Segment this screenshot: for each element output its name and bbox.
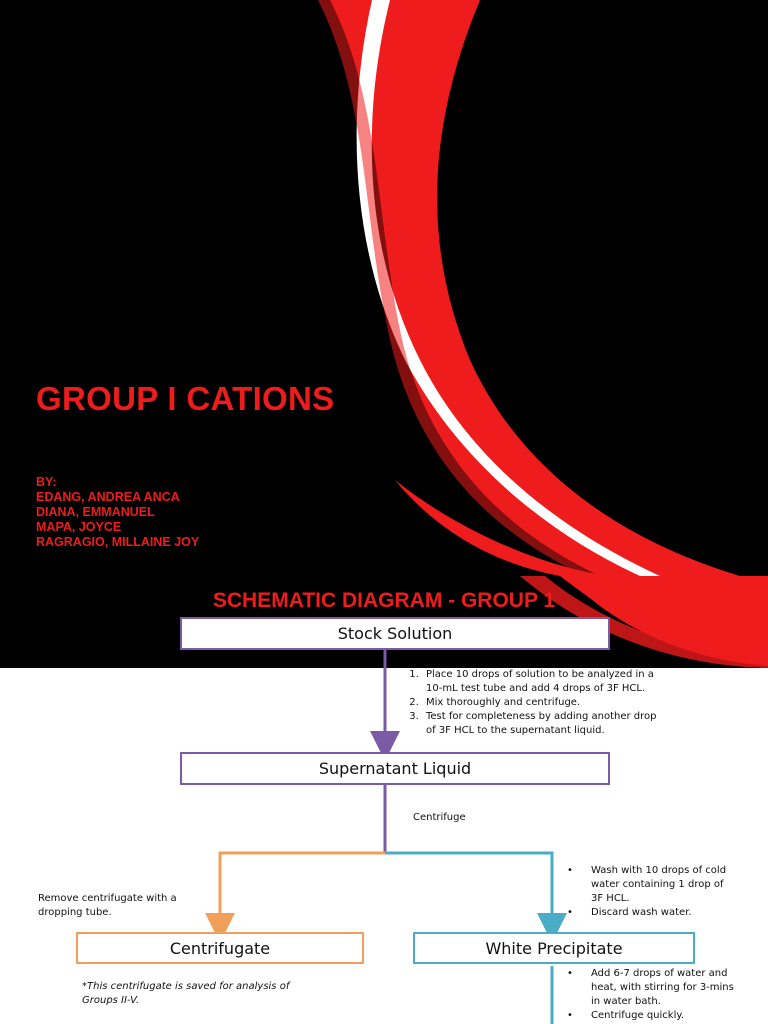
author-name: RAGRAGIO, MILLAINE JOY: [36, 535, 200, 549]
title-slide: GROUP I CATIONS BY: EDANG, ANDREA ANCA D…: [0, 0, 768, 576]
schematic-slide: SCHEMATIC DIAGRAM - GROUP 1 Stock Soluti…: [0, 576, 768, 1024]
author-name: MAPA, JOYCE: [36, 520, 122, 534]
centrifuge-label: Centrifuge: [413, 812, 466, 823]
saved-centrifugate-note: *This centrifugate is saved for analysis…: [82, 981, 290, 1006]
heat-step-item: Centrifuge quickly.: [567, 1009, 740, 1023]
connector-to-precipitate: [385, 851, 567, 943]
slide-title: GROUP I CATIONS: [36, 380, 335, 417]
supernatant-liquid-box: Supernatant Liquid: [180, 752, 610, 785]
author-name: DIANA, EMMANUEL: [36, 505, 155, 519]
stock-solution-box: Stock Solution: [180, 617, 610, 650]
wash-step-item: Discard wash water.: [567, 906, 735, 920]
remove-centrifugate-note: Remove centrifugate with a dropping tube…: [38, 893, 177, 918]
step-item: Mix thoroughly and centrifuge.: [422, 696, 660, 710]
wash-steps-note: Wash with 10 drops of cold water contain…: [565, 864, 735, 920]
stock-steps-note: Place 10 drops of solution to be analyze…: [400, 668, 660, 738]
white-precipitate-box: White Precipitate: [413, 932, 695, 964]
authors-block: BY: EDANG, ANDREA ANCA DIANA, EMMANUEL M…: [36, 475, 199, 550]
by-label: BY:: [36, 475, 57, 489]
wash-step-item: Wash with 10 drops of cold water contain…: [567, 864, 735, 906]
red-swoosh-decoration: [318, 0, 740, 576]
heat-steps-note: Add 6-7 drops of water and heat, with st…: [565, 967, 740, 1023]
diagram-title: SCHEMATIC DIAGRAM - GROUP 1: [212, 589, 556, 612]
step-item: Place 10 drops of solution to be analyze…: [422, 668, 660, 696]
step-item: Test for completeness by adding another …: [422, 710, 660, 738]
author-name: EDANG, ANDREA ANCA: [36, 490, 180, 504]
flow-connectors: [205, 650, 567, 1024]
centrifugate-box: Centrifugate: [76, 932, 364, 964]
connector-to-centrifugate: [205, 851, 385, 943]
heat-step-item: Add 6-7 drops of water and heat, with st…: [567, 967, 740, 1009]
